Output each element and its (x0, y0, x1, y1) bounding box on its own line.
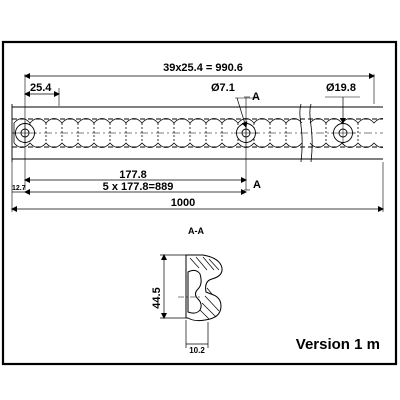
hole-diameter-label: Ø7.1 (211, 82, 235, 94)
end-offset-label: 12.7 (12, 185, 26, 192)
version-label: Version 1 m (296, 336, 380, 353)
rail-plan-view (11, 103, 383, 163)
section-marker-bottom: A (253, 179, 261, 191)
spacing-label: 177.8 (119, 169, 147, 181)
pitch-label: 25.4 (30, 82, 52, 94)
dim-line-hole-leader (236, 97, 248, 128)
height-label: 44.5 (151, 287, 163, 308)
length-label: 1000 (171, 197, 195, 209)
mounting-hole (331, 121, 355, 145)
section-dimension-lines (160, 254, 209, 348)
spacing-total-label: 5 x 177.8=889 (103, 181, 174, 193)
section-marker-top: A (252, 91, 260, 103)
extension-lines (11, 74, 384, 212)
section-profile (178, 254, 223, 322)
total-pitch-label: 39x25.4 = 990.6 (163, 62, 243, 74)
section-title: A-A (188, 226, 204, 236)
dimension-lines (11, 73, 384, 212)
slot-pattern (13, 118, 383, 148)
outer-diameter-label: Ø19.8 (326, 82, 356, 94)
width-label: 10.2 (189, 346, 205, 355)
sheet-border (1, 40, 398, 366)
